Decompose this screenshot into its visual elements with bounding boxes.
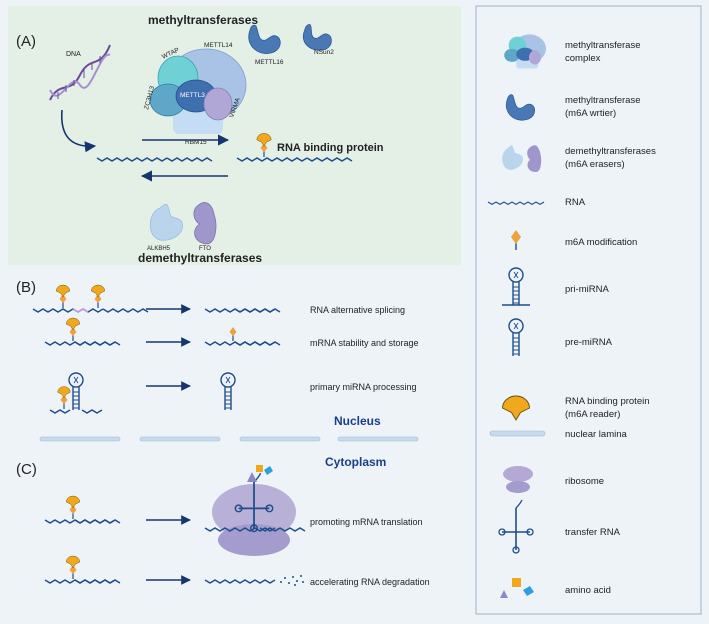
legend-item-2-line2: (m6A wrtier) — [565, 108, 616, 119]
legend-item-4-line1: RNA — [565, 197, 586, 208]
nuclear-lamina — [39, 436, 419, 442]
mettl14-label: METTL14 — [204, 42, 233, 49]
transcription-arrow — [60, 109, 97, 153]
row-b3-text: primary miRNA processing — [310, 382, 417, 392]
legend-item-12-line1: amino acid — [565, 585, 611, 596]
legend-item-8-line2: (m6A reader) — [565, 409, 620, 420]
legend-item-6-line1: pri-miRNA — [565, 284, 609, 295]
alkbh5-label: ALKBH5 — [147, 246, 171, 252]
splicing-rna-after — [204, 308, 281, 313]
row-c2-text: accelerating RNA degradation — [310, 577, 430, 587]
legend-item-1-line1: methyltransferase — [565, 40, 641, 51]
mettl16-label: METTL16 — [255, 59, 284, 66]
rbm15-label: RBM15 — [185, 139, 207, 146]
pre-mirna-after — [220, 372, 236, 411]
row-c1-text: promoting mRNA translation — [310, 517, 423, 527]
degradation-rna-before — [44, 555, 121, 584]
stability-rna-after — [204, 326, 281, 346]
nuclear-lamina-icon — [489, 430, 546, 437]
ribosome-translation — [204, 465, 306, 556]
legend-item-9-line1: nuclear lamina — [565, 429, 627, 440]
m6a-modification-icon — [511, 230, 521, 250]
demethyltransferase-eraser-icon — [502, 145, 542, 172]
degrading-rna — [204, 575, 304, 586]
nucleus-label: Nucleus — [334, 414, 381, 428]
legend-item-5-line1: m6A modification — [565, 237, 637, 248]
panel-a-background — [8, 6, 461, 265]
cytoplasm-label: Cytoplasm — [325, 455, 386, 469]
methyltransferase-complex-icon — [504, 34, 546, 69]
dna-helix-icon — [49, 44, 111, 101]
legend-item-7-line1: pre-miRNA — [565, 337, 613, 348]
amino-acid-icon — [500, 578, 534, 598]
dna-label: DNA — [66, 51, 81, 58]
panel-a-label: (A) — [16, 33, 36, 50]
pri-mirna-before — [49, 372, 103, 414]
pri-mirna-icon — [502, 267, 530, 306]
methyltransferases-title: methyltransferases — [148, 13, 258, 27]
panel-c-label: (C) — [16, 461, 37, 478]
fto-eraser-icon — [193, 202, 217, 245]
methyltransferase-complex-icon — [149, 48, 247, 134]
legend-item-10-line1: ribosome — [565, 476, 604, 487]
nsun2-writer-icon — [302, 24, 332, 51]
panel-b-label: (B) — [16, 279, 36, 296]
legend-item-1-line2: complex — [565, 53, 601, 64]
rna-binding-protein-label: RNA binding protein — [277, 142, 384, 154]
stability-rna-before — [44, 317, 121, 346]
row-b2-text: mRNA stability and storage — [310, 338, 419, 348]
splicing-rna-before — [32, 284, 149, 313]
translation-rna-before — [44, 495, 121, 524]
fto-label: FTO — [199, 246, 211, 252]
alkbh5-eraser-icon — [149, 203, 184, 241]
mettl3-label: METTL3 — [180, 92, 205, 99]
legend-item-8-line1: RNA binding protein — [565, 396, 650, 407]
legend-item-2-line1: methyltransferase — [565, 95, 641, 106]
legend-item-3-line2: (m6A erasers) — [565, 159, 625, 170]
row-b1-text: RNA alternative splicing — [310, 305, 405, 315]
legend-item-11-line1: transfer RNA — [565, 527, 621, 538]
demethyltransferases-title: demethyltransferases — [138, 251, 262, 265]
nsun2-label: NSun2 — [314, 49, 334, 56]
legend-item-3-line1: demethyltransferases — [565, 146, 656, 157]
ribosome-icon — [503, 466, 533, 493]
